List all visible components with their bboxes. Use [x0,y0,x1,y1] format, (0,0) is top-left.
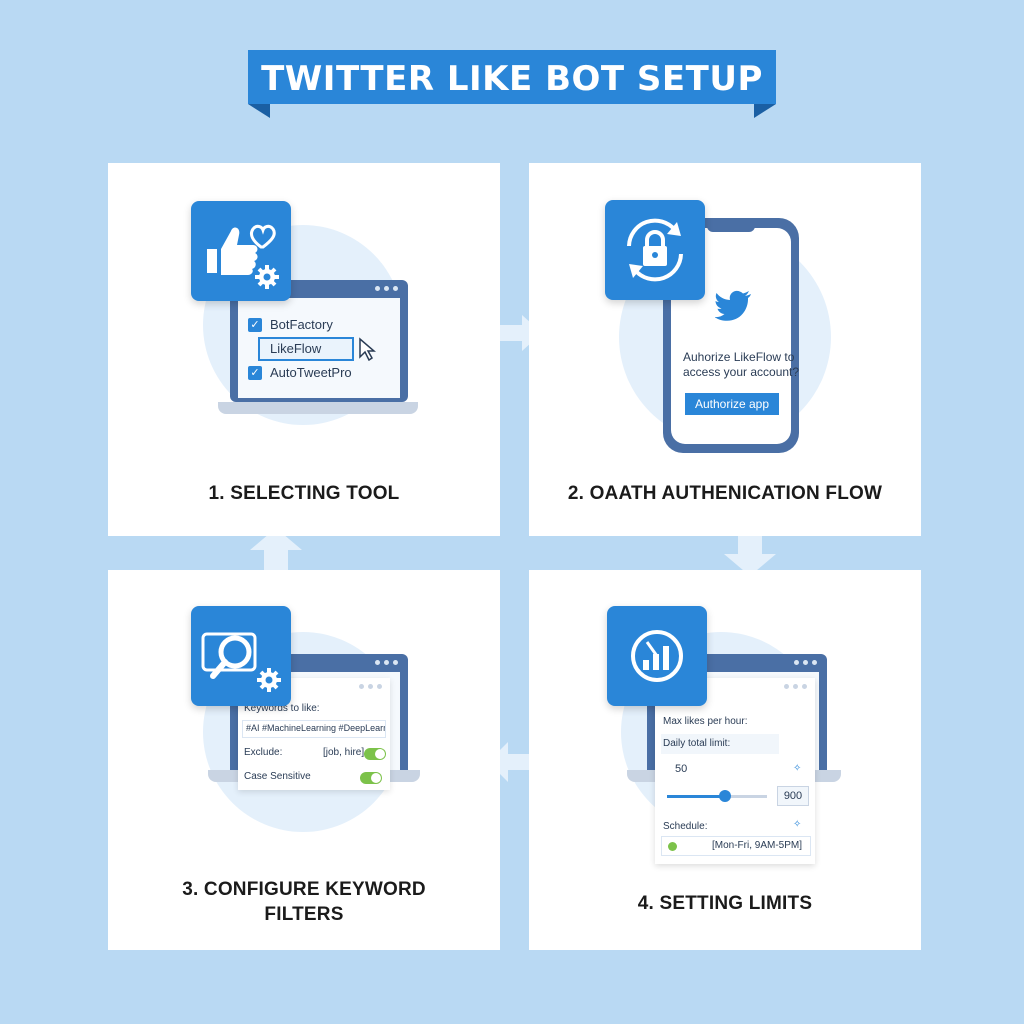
keywords-value: #AI #MachineLearning #DeepLearning [246,723,386,733]
status-dot-icon [668,842,677,851]
auth-prompt-line1: Auhorize LikeFlow to [683,350,795,364]
cursor-icon [359,337,376,361]
stepper-icon[interactable]: ✧ [793,819,802,830]
tool-option-label: BotFactory [270,317,333,332]
daily-limit-label: Daily total limit: [663,738,731,749]
step-label: 2. OAATH AUTHENICATION FLOW [567,483,883,504]
arrow-down-icon [724,536,776,576]
banner-fold-left [248,104,270,118]
case-sensitive-toggle[interactable] [360,772,382,784]
limits-panel [655,678,815,864]
chart-gauge-icon [607,606,707,706]
step-card-setting-limits: Max likes per hour: Daily total limit: 5… [529,570,921,950]
page-title: TWITTER LIKE BOT SETUP [248,50,776,104]
window-dots [794,660,817,665]
step-card-oauth: Auhorize LikeFlow to access your account… [529,163,921,536]
case-sensitive-label: Case Sensitive [244,771,311,782]
phone-notch [707,224,755,232]
banner-fold-right [754,104,776,118]
keywords-label: Keywords to like: [244,703,320,714]
step-card-keyword-filters: Keywords to like: #AI #MachineLearning #… [108,570,500,950]
max-likes-slider[interactable] [667,790,767,802]
thumbs-up-heart-gear-icon [191,201,291,301]
daily-limit-input[interactable]: 900 [777,786,809,806]
keywords-input[interactable]: #AI #MachineLearning #DeepLearning [242,720,386,738]
window-dots [784,684,807,689]
daily-limit-field [661,734,779,754]
auth-prompt-line2: access your account? [683,365,800,379]
schedule-label: Schedule: [663,821,708,832]
schedule-value: [Mon-Fri, 9AM-5PM] [712,840,803,851]
search-gear-icon [191,606,291,706]
tool-option-label: AutoTweetPro [270,365,352,380]
tool-option-likeflow[interactable]: LikeFlow [258,337,354,361]
twitter-bird-icon [715,290,751,321]
laptop-base [218,402,418,414]
tool-option-label: LikeFlow [270,341,322,356]
step-label: 4. SETTING LIMITS [637,893,813,914]
slider-thumb[interactable] [719,790,731,802]
schedule-field[interactable]: [Mon-Fri, 9AM-5PM] [661,836,811,856]
step-label-line2: FILTERS [264,904,344,925]
max-likes-value[interactable]: 50 [675,763,688,775]
window-dots [375,286,398,291]
exclude-value: [job, hire] [323,747,365,758]
authorize-app-button[interactable]: Authorize app [685,393,779,415]
slider-fill [667,795,725,798]
checkbox-icon[interactable]: ✓ [248,366,262,380]
lock-refresh-icon [605,200,705,300]
tool-option-botfactory[interactable]: ✓ BotFactory [244,313,384,337]
stepper-icon[interactable]: ✧ [793,763,802,774]
arrow-up-icon [250,528,302,570]
window-dots [359,684,382,689]
exclude-label: Exclude: [244,747,283,758]
max-likes-label: Max likes per hour: [663,716,748,727]
step-label-line1: 3. CONFIGURE KEYWORD [182,879,426,900]
window-dots [375,660,398,665]
step-card-selecting-tool: ✓ BotFactory LikeFlow ✓ AutoTweetPro 1. … [108,163,500,536]
tool-option-autotweetpro[interactable]: ✓ AutoTweetPro [244,361,384,385]
step-label: 1. SELECTING TOOL [208,483,400,504]
exclude-toggle[interactable] [364,748,386,760]
checkbox-icon[interactable]: ✓ [248,318,262,332]
